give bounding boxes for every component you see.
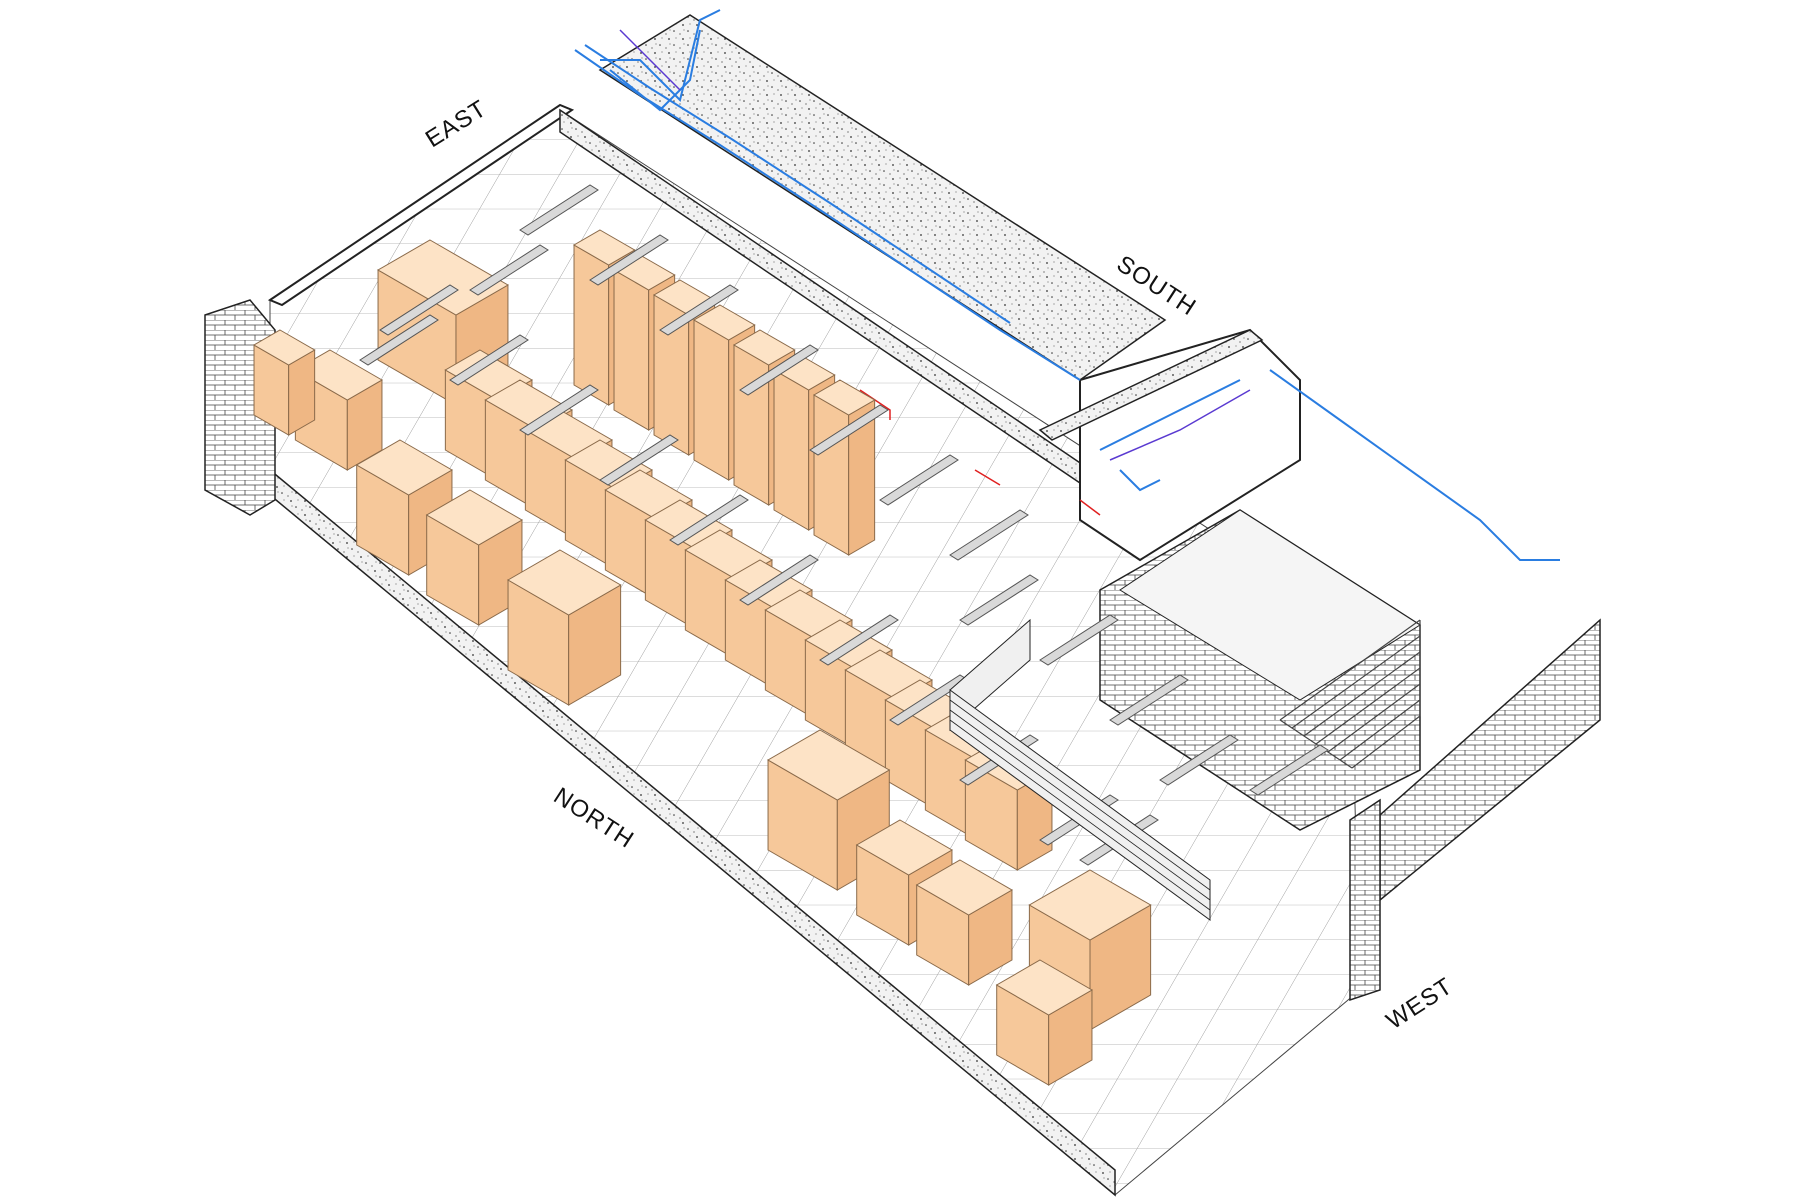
cabinet-face [573,229,636,266]
cable-tray [519,184,599,236]
cabinet-face [693,304,756,341]
piping-network [574,9,1560,561]
cabinet-face [253,329,316,366]
cable-tray [1249,744,1329,796]
staircase [1279,619,1421,769]
cable-tray [659,284,739,336]
fire-elements [859,389,1101,516]
cable-tray [739,344,819,396]
label-east: EAST [421,95,492,153]
cabinet-face [855,819,953,876]
stair-core-floor [1119,509,1421,701]
cable-tray [739,554,819,606]
cabinet-face [693,319,730,481]
cabinet-face [355,439,453,496]
cable-tray [819,614,899,666]
cabinet-face [573,244,610,406]
cable-tray [379,284,459,336]
cable-tray [879,454,959,506]
cable-tray [599,434,679,486]
cable-tray [1039,614,1119,666]
cabinet-face [733,329,796,366]
cable-tray [589,234,669,286]
service-room-slab [1038,329,1264,441]
cabinet-face [773,369,810,531]
railing [949,618,1211,921]
cabinet-face [1028,869,1152,941]
cable-tray [1159,734,1239,786]
east-wall [267,103,575,307]
cable-tray [449,334,529,386]
cable-tray [359,314,439,366]
label-west: WEST [1382,972,1458,1035]
cabinet-face [425,489,523,546]
cable-tray [469,244,549,296]
cable-tray [809,404,889,456]
cable-tray [669,494,749,546]
cable-tray [1109,674,1189,726]
cable-tray [519,384,599,436]
cabinet-face [507,549,622,616]
cabinet-face [813,379,876,416]
cabinet-face [995,959,1093,1016]
label-north: NORTH [549,782,639,854]
west-brick-end [1349,798,1381,1002]
cable-tray [959,574,1039,626]
cabinet-face [613,269,650,431]
cabinet-face [377,239,509,316]
cabinet-face [915,859,1013,916]
cabinet-face [813,394,850,556]
cabinet-face [733,344,770,506]
cable-tray [949,509,1029,561]
cabinet-face [767,729,891,801]
